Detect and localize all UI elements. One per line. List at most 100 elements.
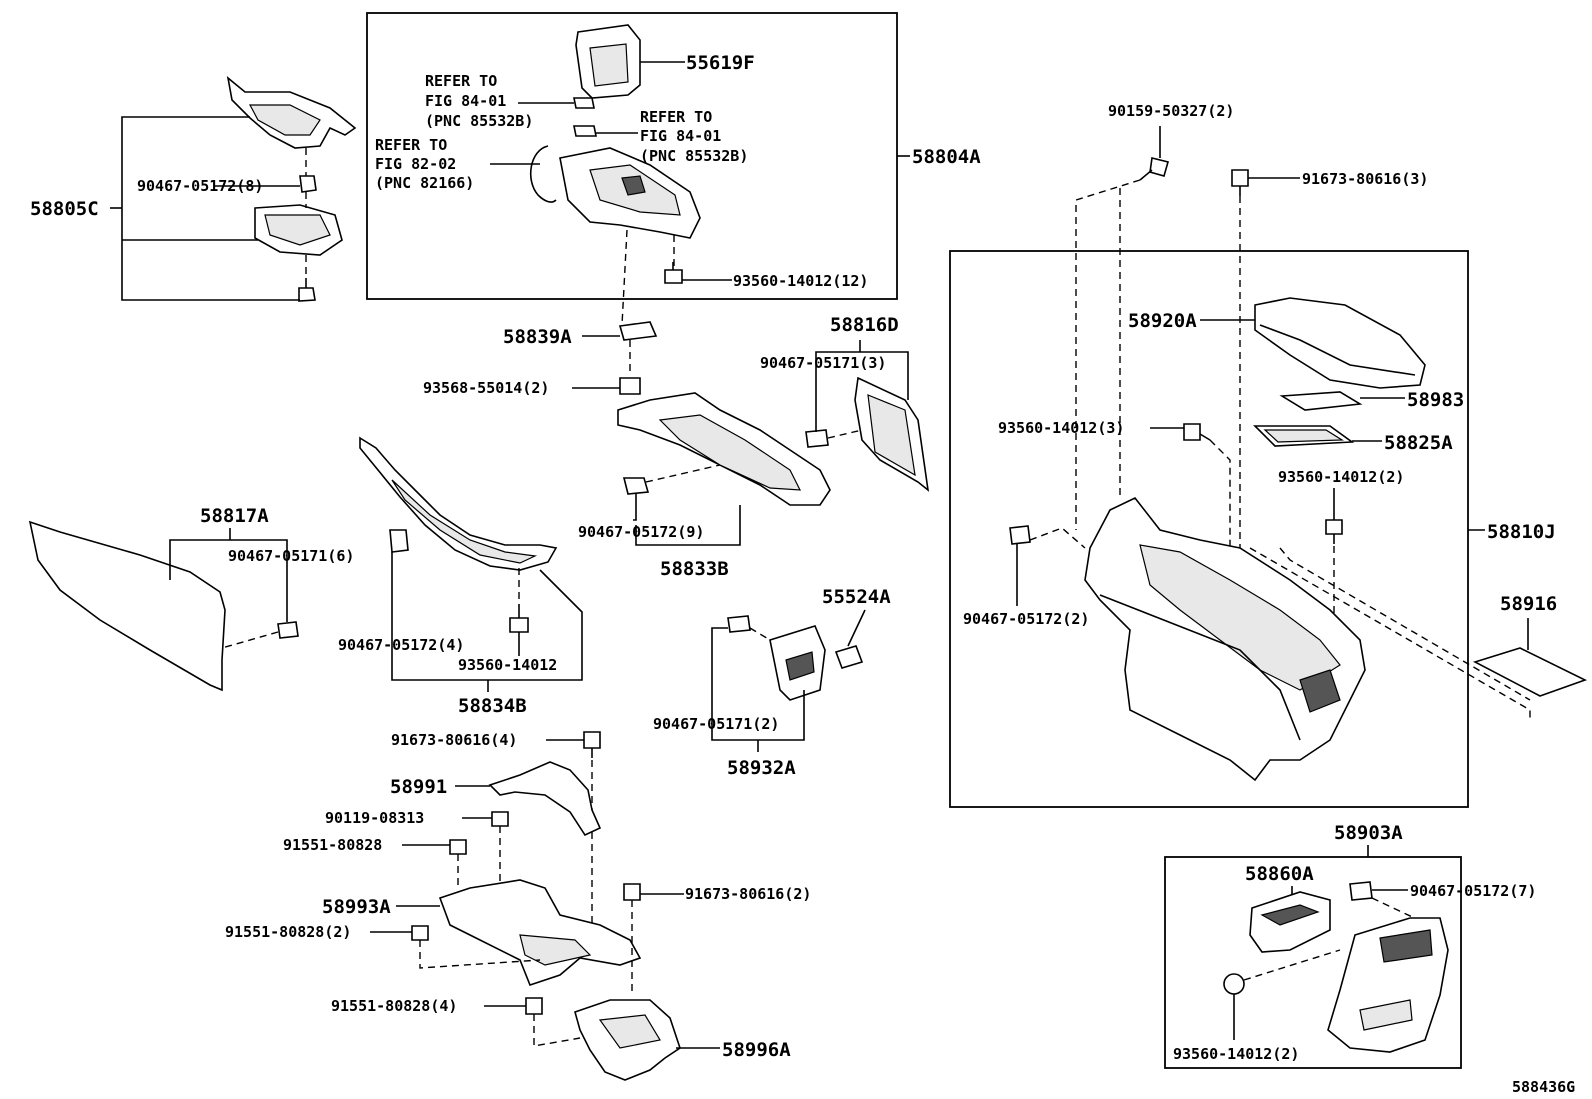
label-58993A: 58993A <box>322 896 391 918</box>
side-panel-part-58816D <box>854 376 930 492</box>
bolt-part-91551 <box>449 839 467 855</box>
label-91673-80616-4: 91673-80616(4) <box>391 731 517 749</box>
label-58920A: 58920A <box>1128 310 1197 332</box>
clip-part-58932A <box>727 615 751 633</box>
label-91673-80616-2: 91673-80616(2) <box>685 885 811 903</box>
switch-panel-part-58932A <box>769 625 826 701</box>
group-box-58810J <box>949 250 1469 808</box>
label-55524A: 55524A <box>822 586 891 608</box>
console-trim-part-58834B <box>359 436 558 571</box>
screw-part-93568 <box>619 377 641 395</box>
label-90467-05172-4: 90467-05172(4) <box>338 636 464 654</box>
label-58991: 58991 <box>390 776 447 798</box>
screw-part-58804A <box>664 262 683 284</box>
label-90467-05172-8: 90467-05172(8) <box>137 177 263 195</box>
shift-panel-part <box>559 147 701 239</box>
label-93560-14012-2a: 93560-14012(2) <box>1278 468 1404 486</box>
label-58816D: 58816D <box>830 314 899 336</box>
label-fig-84-01-1: FIG 84-01 <box>425 92 506 110</box>
label-90467-05172-7: 90467-05172(7) <box>1410 882 1536 900</box>
label-91551-80828-4: 91551-80828(4) <box>331 997 457 1015</box>
label-pnc-82166: (PNC 82166) <box>375 174 474 192</box>
label-58833B: 58833B <box>660 558 729 580</box>
label-55619F: 55619F <box>686 52 755 74</box>
cup-holder-part-55619F <box>575 24 641 99</box>
harness-part-82166 <box>530 145 557 203</box>
label-refer-to-2: REFER TO <box>640 108 712 126</box>
clip-part-58816D <box>805 429 829 448</box>
rear-panel-part-58903A <box>1327 917 1449 1053</box>
group-box-58903A <box>1164 856 1462 1069</box>
screw-part-93560-2a <box>1325 519 1343 544</box>
label-90467-05172-9: 90467-05172(9) <box>578 523 704 541</box>
label-fig-84-01-2: FIG 84-01 <box>640 127 721 145</box>
label-refer-to-1: REFER TO <box>425 72 497 90</box>
pad-part-58983 <box>1279 391 1363 411</box>
clip-part-58805C <box>299 175 317 193</box>
label-refer-to-3: REFER TO <box>375 136 447 154</box>
figure-id: 588436G <box>1512 1078 1575 1096</box>
armrest-part-58920A <box>1254 297 1426 389</box>
label-93560-14012-3: 93560-14012(3) <box>998 419 1124 437</box>
bracket-part-58991 <box>488 761 602 837</box>
side-trim-part-58817A <box>28 520 226 692</box>
label-90159-50327-2: 90159-50327(2) <box>1108 102 1234 120</box>
screw-part-58805C <box>298 278 316 302</box>
label-58839A: 58839A <box>503 326 572 348</box>
label-90467-05171-6: 90467-05171(6) <box>228 547 354 565</box>
label-58817A: 58817A <box>200 505 269 527</box>
switch-part-b <box>573 125 597 137</box>
bolt-part-91673-2 <box>623 883 641 901</box>
label-58834B: 58834B <box>458 695 527 717</box>
label-58825A: 58825A <box>1384 432 1453 454</box>
label-58804A: 58804A <box>912 146 981 168</box>
clip-part-58833B <box>622 477 650 495</box>
switch-part-55524A <box>834 645 864 669</box>
label-58996A: 58996A <box>722 1039 791 1061</box>
bracket-part-58996A <box>574 999 681 1081</box>
label-90467-05171-3: 90467-05171(3) <box>760 354 886 372</box>
label-90467-05171-2: 90467-05171(2) <box>653 715 779 733</box>
label-58805C: 58805C <box>30 198 99 220</box>
console-panel-part-58833B <box>617 392 831 506</box>
label-58860A: 58860A <box>1245 863 1314 885</box>
label-pnc-85532b-2: (PNC 85532B) <box>640 147 748 165</box>
label-fig-82-02: FIG 82-02 <box>375 155 456 173</box>
label-58932A: 58932A <box>727 757 796 779</box>
clip-part-58903A <box>1349 881 1373 901</box>
label-90119-08313: 90119-08313 <box>325 809 424 827</box>
bracket-part-58993A <box>438 879 642 986</box>
label-pnc-85532b-1: (PNC 85532B) <box>425 112 533 130</box>
label-93560-14012: 93560-14012 <box>458 656 557 674</box>
clip-part-58810J <box>1009 525 1031 545</box>
bolt-part-90159 <box>1139 157 1169 181</box>
console-box-part-58810J <box>1084 497 1366 782</box>
bolt-part-91673-3 <box>1231 169 1249 196</box>
clip-part-58817A <box>277 621 299 639</box>
screw-part-93560-2b <box>1223 973 1245 995</box>
bolt-part-91673-4 <box>583 731 601 758</box>
label-93560-14012-2b: 93560-14012(2) <box>1173 1045 1299 1063</box>
upper-panel-part <box>226 75 357 149</box>
label-58810J: 58810J <box>1487 521 1556 543</box>
label-93568-55014-2: 93568-55014(2) <box>423 379 549 397</box>
clip-part-58839A <box>618 321 658 341</box>
lower-bracket-part-58805C <box>254 204 343 256</box>
label-91551-80828-2: 91551-80828(2) <box>225 923 351 941</box>
label-58916: 58916 <box>1500 593 1557 615</box>
vent-part-58860A <box>1249 891 1331 953</box>
label-91551-80828: 91551-80828 <box>283 836 382 854</box>
tray-part-58825A <box>1253 425 1355 447</box>
label-90467-05172-2: 90467-05172(2) <box>963 610 1089 628</box>
label-58903A: 58903A <box>1334 822 1403 844</box>
label-58983: 58983 <box>1407 389 1464 411</box>
switch-part-a <box>573 97 595 109</box>
sheet-part-58916 <box>1472 647 1588 697</box>
clip-part-58834B <box>389 529 409 553</box>
bolt-part-91551-2 <box>411 925 429 941</box>
label-93560-14012-12: 93560-14012(12) <box>733 272 868 290</box>
screw-part-93560-3 <box>1183 423 1211 441</box>
bolt-part-90119 <box>491 811 509 827</box>
bolt-part-91551-4 <box>525 997 543 1015</box>
